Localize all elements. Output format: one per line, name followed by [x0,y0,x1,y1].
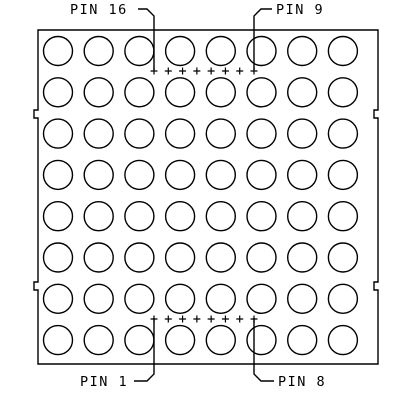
pin-16-label: PIN 16 [70,2,128,18]
led-dot [287,35,318,67]
led-dot [205,35,237,67]
led-dot [246,200,277,232]
led-dot [42,324,74,356]
led-dot [205,77,237,108]
led-dot [42,159,74,191]
led-dot [42,118,74,149]
pin-mark [179,315,187,323]
led-dot [124,242,155,273]
led-dot [287,242,318,273]
led-dot [164,242,196,273]
led-dot [327,77,359,108]
led-dot [83,159,114,191]
led-dot [246,118,277,149]
led-dot [164,118,196,149]
led-dot [287,77,318,108]
pin-mark [207,315,215,323]
led-dot [124,283,155,314]
led-dot [327,324,359,356]
led-dot [83,242,114,273]
led-dot [327,200,359,232]
led-dot [42,200,74,232]
led-dot [246,77,277,108]
pin-mark [164,67,172,75]
led-dot [287,200,318,232]
led-dot [124,35,155,67]
led-dot [164,283,196,314]
led-dot [124,200,155,232]
pin-9-leader [253,8,272,70]
led-dot [83,324,114,356]
led-dot [287,118,318,149]
pin-9-label: PIN 9 [276,2,324,18]
pin-mark [164,315,172,323]
led-dot [246,242,277,273]
led-dot [287,283,318,314]
pin-mark [193,315,201,323]
pin-8-leader [253,318,274,382]
led-dot [42,242,74,273]
led-dot [327,242,359,273]
pin-mark [193,67,201,75]
led-dot [246,159,277,191]
pin-mark [207,67,215,75]
led-dot [287,159,318,191]
led-dot [164,77,196,108]
led-dot [164,324,196,356]
led-dot [42,77,74,108]
led-dot [205,118,237,149]
top-pin-row [150,67,258,75]
led-dot [83,35,114,67]
led-dot [164,159,196,191]
led-dot [42,283,74,314]
led-dot [205,283,237,314]
bottom-pin-row [150,315,258,323]
led-dot [124,118,155,149]
led-dot [164,200,196,232]
led-grid [42,35,359,356]
led-dot [205,159,237,191]
pin-1-leader [134,318,155,382]
led-dot [205,324,237,356]
led-dot [124,159,155,191]
led-dot [246,324,277,356]
led-dot [83,118,114,149]
pin-mark [221,67,229,75]
led-dot [327,283,359,314]
pin-mark [221,315,229,323]
led-dot [327,118,359,149]
led-dot [205,200,237,232]
pin-mark [236,315,244,323]
led-dot [124,324,155,356]
led-dot [42,35,74,67]
led-dot [83,200,114,232]
pin-8-label: PIN 8 [278,374,326,390]
pin-mark [179,67,187,75]
pin-16-leader [138,8,155,70]
pin-1-label: PIN 1 [80,374,128,390]
led-dot [327,35,359,67]
pin-mark [236,67,244,75]
led-dot [164,35,196,67]
led-dot [246,35,277,67]
led-dot [327,159,359,191]
led-dot [124,77,155,108]
led-dot [246,283,277,314]
led-dot [83,77,114,108]
led-dot [83,283,114,314]
led-dot [287,324,318,356]
package-outline [33,29,379,365]
led-dot [205,242,237,273]
